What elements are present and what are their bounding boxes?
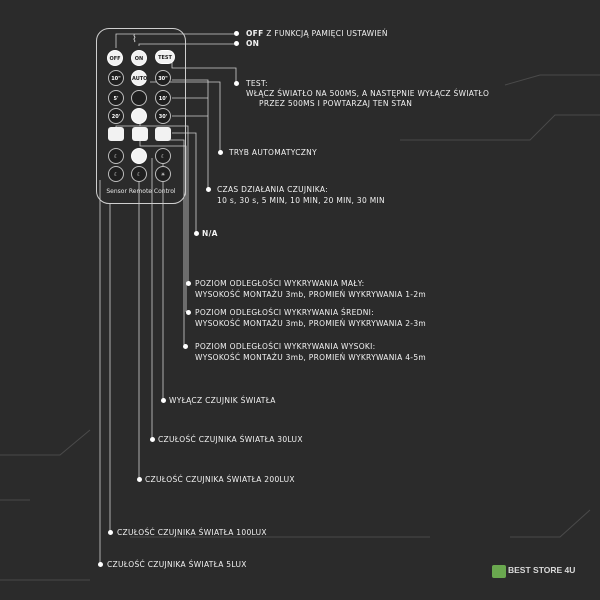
time-30m-label: 30' <box>158 114 168 120</box>
time-30s-button[interactable]: 30" <box>155 70 171 86</box>
line-off <box>115 33 236 48</box>
time-30s-label: 30" <box>158 76 168 82</box>
line-range-mid-b <box>139 141 187 312</box>
lux5-button[interactable]: ☾ <box>108 148 124 164</box>
annotation-range-mid-1: POZIOM ODLEGŁOŚCI WYKRYWANIA ŚREDNI: <box>195 308 374 317</box>
ir-signal-icon: ⌇ <box>132 34 137 45</box>
moon-icon: ☾ <box>113 172 119 178</box>
remote-label: Sensor Remote Control <box>106 188 176 195</box>
moon-icon: ☾ <box>136 172 142 178</box>
sun-button[interactable]: ☀ <box>155 166 171 182</box>
on-button-label: ON <box>134 56 144 62</box>
time-10s-button[interactable]: 10" <box>108 70 124 86</box>
off-button[interactable]: OFF <box>107 50 123 66</box>
annotation-off-rest: Z FUNKCJĄ PAMIĘCI USTAWIEŃ <box>263 29 388 38</box>
annotation-lux5: CZUŁOŚĆ CZUJNIKA ŚWIATŁA 5LUX <box>107 560 247 569</box>
on-button[interactable]: ON <box>131 50 147 66</box>
on-dot <box>234 41 239 46</box>
lux30-button[interactable]: ☾ <box>131 166 147 182</box>
lux200-dot <box>137 477 142 482</box>
time-20m-label: 20' <box>111 114 121 120</box>
annotation-off: OFF Z FUNKCJĄ PAMIĘCI USTAWIEŃ <box>246 29 388 38</box>
light-off-button[interactable]: ☾ <box>155 148 171 164</box>
time-10m-button[interactable]: 10' <box>155 90 171 106</box>
time-5m-button[interactable]: 5' <box>108 90 124 106</box>
na-button[interactable] <box>131 90 147 106</box>
annotation-range-low-1: POZIOM ODLEGŁOŚCI WYKRYWANIA MAŁY: <box>195 279 365 288</box>
line-na <box>172 132 197 233</box>
time-10m-label: 10' <box>158 96 168 102</box>
annotation-range-high-2: WYSOKOŚĆ MONTAŻU 3mb, PROMIEŃ WYKRYWANIA… <box>195 353 426 362</box>
lux200-button[interactable] <box>131 148 147 164</box>
annotation-test-1: TEST: <box>246 79 268 88</box>
annotation-auto: TRYB AUTOMATYCZNY <box>229 148 317 157</box>
annotation-range-high-1: POZIOM ODLEGŁOŚCI WYKRYWANIA WYSOKI: <box>195 342 376 351</box>
background-decoration <box>0 74 600 581</box>
range-low-button[interactable] <box>108 127 124 141</box>
line-on <box>138 43 236 46</box>
off-button-label: OFF <box>109 56 121 62</box>
annotation-light-off: WYŁĄCZ CZUJNIK ŚWIATŁA <box>169 396 276 405</box>
test-button[interactable]: TEST <box>155 50 175 64</box>
range-mid-button[interactable] <box>132 127 148 141</box>
moon-icon: ☾ <box>160 154 166 160</box>
lux30-dot <box>150 437 155 442</box>
time-20m-button[interactable]: 20' <box>108 108 124 124</box>
line-auto <box>150 81 221 152</box>
annotation-range-low-2: WYSOKOŚĆ MONTAŻU 3mb, PROMIEŃ WYKRYWANIA… <box>195 290 426 299</box>
annotation-lux30: CZUŁOŚĆ CZUJNIKA ŚWIATŁA 30LUX <box>158 435 303 444</box>
time-5m-label: 5' <box>113 96 119 102</box>
light-off-dot <box>161 398 166 403</box>
range-mid-dot <box>186 310 191 315</box>
auto-dot <box>218 150 223 155</box>
annotation-time-1: CZAS DZIAŁANIA CZUJNIKA: <box>217 185 328 194</box>
annotation-test-2: WŁĄCZ ŚWIATŁO NA 500MS, A NASTĘPNIE WYŁĄ… <box>246 89 490 98</box>
lux100-dot <box>108 530 113 535</box>
store-logo-icon <box>492 565 506 578</box>
annotation-time-2: 10 s, 30 s, 5 MIN, 10 MIN, 20 MIN, 30 MI… <box>217 196 385 205</box>
annotation-test-3: PRZEZ 500MS I POWTARZAJ TEN STAN <box>259 99 413 108</box>
annotation-lux200: CZUŁOŚĆ CZUJNIKA ŚWIATŁA 200LUX <box>145 475 295 484</box>
na-dot <box>194 231 199 236</box>
range-high-button[interactable] <box>155 127 171 141</box>
annotation-on-bold: ON <box>246 39 260 48</box>
range-high-dot <box>183 344 188 349</box>
lux100-button[interactable]: ☾ <box>108 166 124 182</box>
na-button-2[interactable] <box>131 108 147 124</box>
annotation-off-bold: OFF <box>246 29 264 38</box>
moon-icon: ☾ <box>113 154 119 160</box>
auto-button[interactable]: AUTO <box>131 70 147 86</box>
time-10s-label: 10" <box>111 76 121 82</box>
annotation-na: N/A <box>202 229 218 238</box>
lux5-dot <box>98 562 103 567</box>
annotation-range-mid-2: WYSOKOŚĆ MONTAŻU 3mb, PROMIEŃ WYKRYWANIA… <box>195 319 426 328</box>
test-button-label: TEST <box>158 55 172 61</box>
off-dot <box>234 31 239 36</box>
test-dot <box>234 81 239 86</box>
time-30m-button[interactable]: 30' <box>155 108 171 124</box>
range-low-dot <box>186 281 191 286</box>
remote-control <box>96 28 186 204</box>
auto-button-label: AUTO <box>132 76 148 82</box>
annotation-on: ON <box>246 39 259 48</box>
sun-icon: ☀ <box>160 172 166 178</box>
store-logo-text: BEST STORE 4U <box>508 565 576 575</box>
time-dot <box>206 187 211 192</box>
line-time <box>172 79 209 189</box>
annotation-lux100: CZUŁOŚĆ CZUJNIKA ŚWIATŁA 100LUX <box>117 528 267 537</box>
